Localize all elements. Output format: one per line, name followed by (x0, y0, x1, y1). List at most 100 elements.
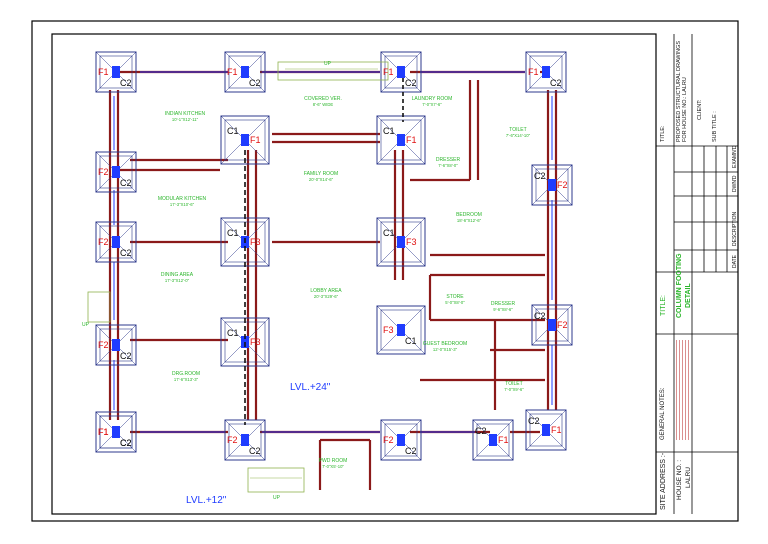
footing-type-label: F1 (98, 427, 109, 437)
room-name: FAMILY ROOM (304, 171, 338, 177)
rev-header-examnd: EXAMN'D (732, 145, 738, 168)
room-name: TOILET (505, 381, 522, 387)
footing-type-label: F1 (98, 427, 109, 437)
room-size: 10'-1"X12'-11" (172, 117, 199, 122)
room-name: DRESSER (436, 157, 461, 163)
room-name: LOBBY AREA (310, 288, 342, 294)
client-label: CLIENT: (697, 99, 703, 120)
column-section (397, 236, 405, 248)
column-type-label: C2 (405, 78, 417, 88)
footing-type-label: F1 (498, 435, 509, 445)
column-section (397, 134, 405, 146)
footing-type-label: F1 (98, 67, 109, 77)
column-section (241, 434, 249, 446)
column-type-label: C2 (120, 78, 132, 88)
column-section (542, 66, 550, 78)
rev-header-date: DATE (732, 255, 738, 268)
column-section (112, 166, 120, 178)
footing-pedestal (99, 155, 133, 189)
room-name: LAUNDRY ROOM (412, 96, 453, 102)
footing-pedestal (380, 221, 422, 263)
column-section (397, 66, 405, 78)
column-type-label: C2 (534, 311, 546, 321)
footing-outline (95, 324, 137, 366)
general-notes-lines (676, 340, 690, 440)
sheet-title-label: TITLE: (660, 294, 667, 316)
room-size: 17'-3"X12'-0" (165, 278, 190, 283)
room-size: 7'-0"X7'-6" (422, 102, 442, 107)
footing-outline (525, 409, 567, 451)
room-size: 18'-6"X12'-6" (457, 218, 482, 223)
room-name: GUEST BEDROOM (423, 341, 467, 347)
column-section (397, 324, 405, 336)
room-name: COVERED VER. (304, 96, 342, 102)
column-section (241, 134, 249, 146)
footing-type-label: F2 (98, 340, 109, 350)
footing-type-label: F1 (551, 425, 562, 435)
column-section (548, 319, 556, 331)
footing-outline (380, 419, 422, 461)
footing-pedestal (535, 168, 569, 202)
sheet-outer-border (31, 20, 739, 522)
footing-outline (95, 411, 137, 453)
column-section (542, 424, 550, 436)
room-size: 7'-0"X9'-6" (504, 387, 524, 392)
column-type-label: C2 (120, 351, 132, 361)
house-no-label: HOUSE NO. : (676, 459, 683, 500)
up-label-bottom: UP (273, 495, 281, 501)
column-section (112, 426, 120, 438)
footing-pedestal (99, 328, 133, 362)
column-type-label: C2 (249, 78, 261, 88)
footing-pedestal (476, 423, 510, 457)
column-type-label: C2 (120, 438, 132, 448)
column-section (112, 339, 120, 351)
footing-type-label: F1 (227, 67, 238, 77)
room-size: 9'-6"X8'-6" (493, 307, 513, 312)
room-size: 7'-6"X8'-0" (438, 163, 458, 168)
room-size: 12'-0"X15'-3" (433, 347, 458, 352)
footing-type-label: F3 (250, 337, 261, 347)
sheet-inner-border (51, 33, 657, 515)
room-name: MODULAR KITCHEN (158, 196, 207, 202)
column-type-label: C2 (249, 446, 261, 456)
plinth-beams-layer (113, 71, 553, 433)
room-size: 5'-0"X8'-0" (445, 300, 465, 305)
footing-pedestal (380, 309, 422, 351)
site-address-label: SITE ADDRESS :- (660, 452, 667, 510)
footing-pedestal (99, 225, 133, 259)
footing-outline (95, 221, 137, 263)
footing-type-label: F1 (250, 135, 261, 145)
room-name: BEDROOM (456, 212, 482, 218)
footing-pedestal (384, 423, 418, 457)
footing-pedestal (380, 119, 422, 161)
footing-outline (531, 164, 573, 206)
room-size: 7'-6"X14'-10" (506, 133, 531, 138)
column-section (112, 66, 120, 78)
footing-type-label: F2 (98, 237, 109, 247)
rev-header-description: DESCRIPTION (732, 211, 738, 246)
column-type-label: C1 (227, 228, 239, 238)
footing-pedestal (99, 55, 133, 89)
room-name: PWD ROOM (319, 458, 348, 464)
footing-outline (380, 51, 422, 93)
stairs-top (277, 61, 389, 81)
sheet-title-line2: DETAIL (685, 283, 692, 308)
footing-outline (95, 151, 137, 193)
up-label-top: UP (324, 61, 332, 67)
column-type-label: C1 (227, 328, 239, 338)
footing-outline (95, 51, 137, 93)
room-name: DINING AREA (161, 272, 194, 278)
footing-outline (376, 217, 426, 267)
footing-pedestal (228, 55, 262, 89)
footing-type-label: F2 (227, 435, 238, 445)
